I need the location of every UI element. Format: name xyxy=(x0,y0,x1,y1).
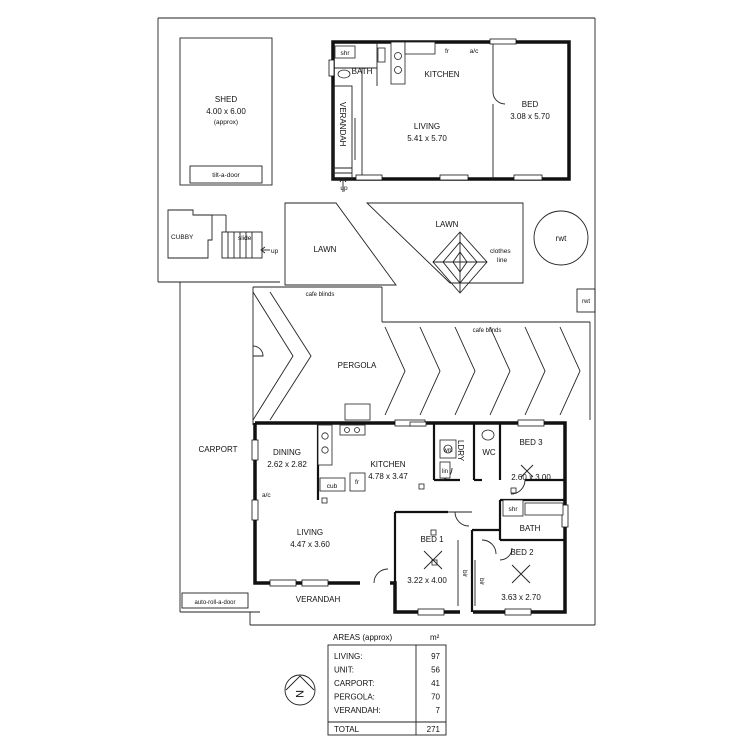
lawn-right-label: LAWN xyxy=(436,220,459,229)
bed2-label: BED 2 xyxy=(510,548,534,557)
unit-living-dimensions: 5.41 x 5.70 xyxy=(407,134,447,143)
unit-bed-dimensions: 3.08 x 5.70 xyxy=(510,112,550,121)
laundry-label: LDRY xyxy=(456,440,465,462)
unit-kitchen-label: KITCHEN xyxy=(424,70,459,79)
area-row-value: 41 xyxy=(431,679,440,688)
shed-label: SHED xyxy=(215,95,237,104)
lawn-left-label: LAWN xyxy=(314,245,337,254)
pergola: cafe blinds cafe blinds PERGOLA xyxy=(252,286,591,425)
bed1-label: BED 1 xyxy=(420,535,444,544)
compass-circle xyxy=(284,674,316,706)
unit-living-label: LIVING xyxy=(414,122,440,131)
rainwater-tanks: rwt rwt xyxy=(533,210,596,313)
cubby-up-label: up xyxy=(271,248,279,255)
cafe-blinds-left-label: cafe blinds xyxy=(306,292,335,298)
dining-dimensions: 2.62 x 2.82 xyxy=(267,460,307,469)
clothes-label: clothes xyxy=(490,248,511,255)
areas-title: AREAS (approx) xyxy=(333,633,392,642)
unit-up-label: up xyxy=(340,185,348,192)
area-row-value: 70 xyxy=(431,693,440,702)
lawn-areas: LAWN LAWN xyxy=(284,202,524,286)
shed: SHED 4.00 x 6.00 (approx) tilt-a-door xyxy=(179,37,273,186)
rwt-small-label: rwt xyxy=(582,299,590,305)
clothes-line: clothes line xyxy=(432,231,511,294)
cafe-blinds-right-label: cafe blinds xyxy=(473,328,502,334)
shed-dimensions: 4.00 x 6.00 xyxy=(206,107,246,116)
wc-label: WC xyxy=(482,448,496,457)
house-shower-label: shr xyxy=(508,506,518,513)
area-row-value: 7 xyxy=(436,706,441,715)
dining-label: DINING xyxy=(273,448,301,457)
aircon-label: a/c xyxy=(262,492,271,499)
compass-letter: N xyxy=(293,690,305,698)
bed2-robe-label: bir xyxy=(478,578,485,586)
rwt-large-label: rwt xyxy=(556,234,567,243)
verandah-label: VERANDAH xyxy=(296,595,341,604)
north-arrow-icon xyxy=(285,675,315,691)
unit-shower-label: shr xyxy=(340,50,350,57)
main-house: DINING 2.62 x 2.82 KITCHEN 4.78 x 3.47 c… xyxy=(251,419,569,616)
living-dimensions: 4.47 x 3.60 xyxy=(290,540,330,549)
unit-verandah-label: VERANDAH xyxy=(338,102,347,147)
cubby-house: CUBBY slide up xyxy=(167,209,279,259)
area-row-label: VERANDAH: xyxy=(334,706,381,715)
kitchen-dimensions: 4.78 x 3.47 xyxy=(368,472,408,481)
tilt-a-door-label: tilt-a-door xyxy=(212,172,240,179)
area-total-label: TOTAL xyxy=(334,725,360,734)
north-compass: N xyxy=(284,674,316,706)
area-total-value: 271 xyxy=(427,725,441,734)
site-boundary xyxy=(157,17,596,626)
unit-aircon-label: a/c xyxy=(470,48,479,55)
area-row-label: PERGOLA: xyxy=(334,693,375,702)
linen-label: lin xyxy=(442,469,448,475)
area-row-value: 97 xyxy=(431,652,440,661)
roller-door-label: auto-roll-a-door xyxy=(194,600,235,606)
pergola-label: PERGOLA xyxy=(338,361,377,370)
carport-label: CARPORT xyxy=(199,445,238,454)
area-row-label: UNIT: xyxy=(334,666,354,675)
clothes-line-label: line xyxy=(497,257,508,264)
cubby-label: CUBBY xyxy=(171,234,194,241)
area-row-label: CARPORT: xyxy=(334,679,374,688)
area-row-label: LIVING: xyxy=(334,652,362,661)
kitchen-label: KITCHEN xyxy=(370,460,405,469)
granny-unit: shr BATH KITCHEN fr a/c VERANDAH up LIVI… xyxy=(328,38,571,192)
areas-unit: m² xyxy=(430,633,440,642)
bed2-dimensions: 3.63 x 2.70 xyxy=(501,593,541,602)
living-label: LIVING xyxy=(297,528,323,537)
cupboard-label: cub xyxy=(327,483,338,490)
bed3-dimensions: 2.60 x 3.00 xyxy=(511,473,551,482)
shed-approx-note: (approx) xyxy=(214,119,238,126)
area-row-value: 56 xyxy=(431,666,440,675)
bed3-label: BED 3 xyxy=(519,438,543,447)
house-bath-label: BATH xyxy=(520,524,541,533)
washing-machine-label: wm xyxy=(442,448,452,454)
bed1-robe-label: bir xyxy=(461,570,468,578)
slide-label: slide xyxy=(238,235,252,242)
carport: CARPORT auto-roll-a-door xyxy=(181,445,249,609)
unit-bath-label: BATH xyxy=(352,67,373,76)
unit-fridge-label: fr xyxy=(445,48,450,55)
bed1-dimensions: 3.22 x 4.00 xyxy=(407,576,447,585)
unit-bed-label: BED xyxy=(522,100,539,109)
fridge-label: fr xyxy=(355,479,360,486)
